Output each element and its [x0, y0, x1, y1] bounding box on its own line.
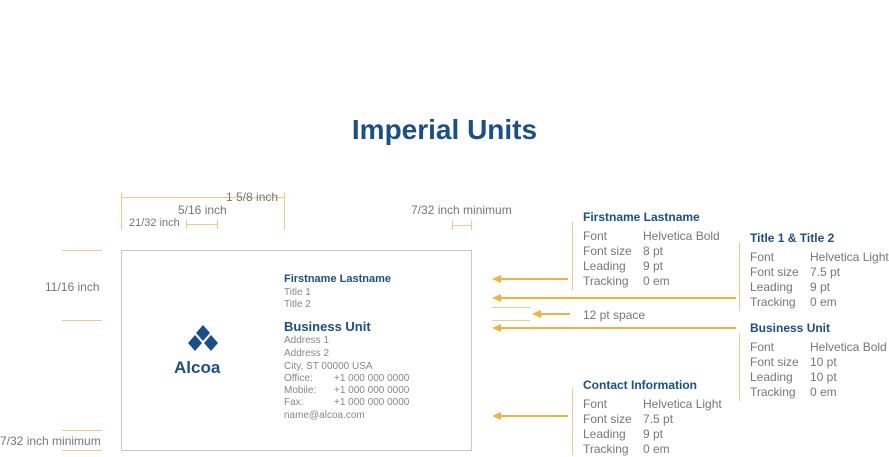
business-spec-size-label: Font size	[750, 355, 799, 369]
business-spec-leading-label: Leading	[750, 370, 793, 384]
titles-arrow-head	[492, 294, 501, 302]
bottom-margin-guide-top	[62, 430, 102, 431]
contact-spec-size: 7.5 pt	[643, 412, 674, 426]
name-spec-leading-label: Leading	[583, 259, 626, 273]
card-title-1: Title 1	[284, 287, 311, 298]
width-dimension-label: 1 5/8 inch	[226, 190, 279, 204]
logo-center-dimension-label: 5/16 inch	[178, 203, 227, 217]
right-margin-tick-left	[452, 220, 453, 230]
name-spec-leading: 9 pt	[643, 259, 664, 273]
contact-spec-tracking-label: Tracking	[583, 442, 629, 456]
contact-spec-font-label: Font	[583, 397, 608, 411]
logo-wordmark: Alcoa	[174, 358, 221, 377]
alcoa-logo	[186, 325, 220, 360]
text-left-dimension-label: 21/32 inch	[129, 217, 180, 229]
name-spec-tracking-label: Tracking	[583, 274, 629, 288]
space-arrow-head	[532, 310, 541, 318]
business-spec-bracket	[739, 333, 740, 401]
titles-spec-tracking-label: Tracking	[750, 295, 796, 309]
contact-spec-leading-label: Leading	[583, 427, 626, 441]
business-spec: Business Unit Font Helvetica Bold Font si…	[750, 321, 887, 400]
spacing-note: 12 pt space	[583, 308, 646, 322]
card-email: name@alcoa.com	[284, 410, 365, 421]
height-guide-top	[62, 250, 102, 251]
card-fax-label: Fax:	[284, 397, 304, 408]
card-office-label: Office:	[284, 373, 313, 384]
card-mobile-label: Mobile:	[284, 385, 317, 396]
contact-spec-heading: Contact Information	[583, 378, 697, 392]
titles-spec-size-label: Font size	[750, 265, 799, 279]
card-address-1: Address 1	[284, 335, 330, 346]
right-margin-tick-right	[471, 220, 472, 230]
space-guide-top	[492, 307, 530, 308]
contact-spec-leading: 9 pt	[643, 427, 664, 441]
space-guide-bottom	[492, 320, 530, 321]
business-spec-size: 10 pt	[810, 355, 837, 369]
card-city: City, ST 00000 USA	[284, 361, 373, 372]
titles-spec-leading-label: Leading	[750, 280, 793, 294]
business-spec-tracking-label: Tracking	[750, 385, 796, 399]
contact-spec-font: Helvetica Light	[643, 397, 722, 411]
name-spec-tracking: 0 em	[643, 274, 670, 288]
name-spec-size-label: Font size	[583, 244, 632, 258]
business-spec-font-label: Font	[750, 340, 775, 354]
bottom-margin-guide-bottom	[62, 450, 102, 451]
logo-center-tick-left	[186, 219, 187, 229]
titles-spec-size: 7.5 pt	[810, 265, 841, 279]
business-spec-leading: 10 pt	[810, 370, 837, 384]
name-spec-size: 8 pt	[643, 244, 664, 258]
business-spec-font: Helvetica Bold	[810, 340, 887, 354]
business-card: Alcoa Firstname Lastname Title 1 Title 2…	[121, 250, 472, 451]
contact-spec-tracking: 0 em	[643, 442, 670, 456]
card-title-2: Title 2	[284, 299, 311, 310]
titles-spec-font: Helvetica Light	[810, 250, 889, 264]
right-edge-guide	[284, 192, 285, 230]
card-mobile-value: +1 000 000 0000	[334, 385, 410, 396]
width-guide-line	[121, 197, 285, 198]
titles-spec-tracking: 0 em	[810, 295, 837, 309]
card-address-2: Address 2	[284, 348, 330, 359]
card-name: Firstname Lastname	[284, 273, 391, 285]
titles-spec-font-label: Font	[750, 250, 775, 264]
name-spec-font-label: Font	[583, 229, 608, 243]
height-dimension-label: 11/16 inch	[45, 280, 100, 294]
business-spec-tracking: 0 em	[810, 385, 837, 399]
right-margin-guide	[452, 225, 472, 226]
right-margin-dimension-label: 7/32 inch minimum	[411, 203, 512, 217]
name-arrow-line	[500, 278, 568, 280]
name-spec-font: Helvetica Bold	[643, 229, 720, 243]
bottom-margin-dimension-label: 7/32 inch minimum	[0, 434, 101, 448]
titles-spec-leading: 9 pt	[810, 280, 831, 294]
name-spec-heading: Firstname Lastname	[583, 210, 700, 224]
titles-spec-bracket	[739, 243, 740, 311]
business-arrow-head	[492, 324, 501, 332]
titles-spec-heading: Title 1 & Title 2	[750, 231, 835, 245]
name-spec: Firstname Lastname Font Helvetica Bold Fo…	[583, 210, 720, 289]
contact-arrow-head	[492, 412, 501, 420]
card-office-value: +1 000 000 0000	[334, 373, 410, 384]
logo-center-guide	[186, 224, 218, 225]
card-fax-value: +1 000 000 0000	[334, 397, 410, 408]
contact-spec-bracket	[572, 388, 573, 455]
name-spec-bracket	[572, 222, 573, 290]
page-title: Imperial Units	[351, 114, 538, 145]
titles-arrow-line	[500, 297, 736, 299]
alcoa-logo-icon	[188, 325, 218, 351]
business-arrow-line	[500, 327, 736, 329]
card-business-unit: Business Unit	[284, 319, 371, 334]
height-guide-bottom	[62, 320, 102, 321]
name-arrow-head	[492, 275, 501, 283]
contact-spec-size-label: Font size	[583, 412, 632, 426]
contact-arrow-line	[500, 415, 568, 417]
titles-spec: Title 1 & Title 2 Font Helvetica Light Fo…	[750, 231, 889, 310]
left-edge-guide	[121, 192, 122, 230]
space-arrow-line	[540, 313, 570, 315]
logo-center-tick-right	[217, 219, 218, 229]
business-spec-heading: Business Unit	[750, 321, 831, 335]
